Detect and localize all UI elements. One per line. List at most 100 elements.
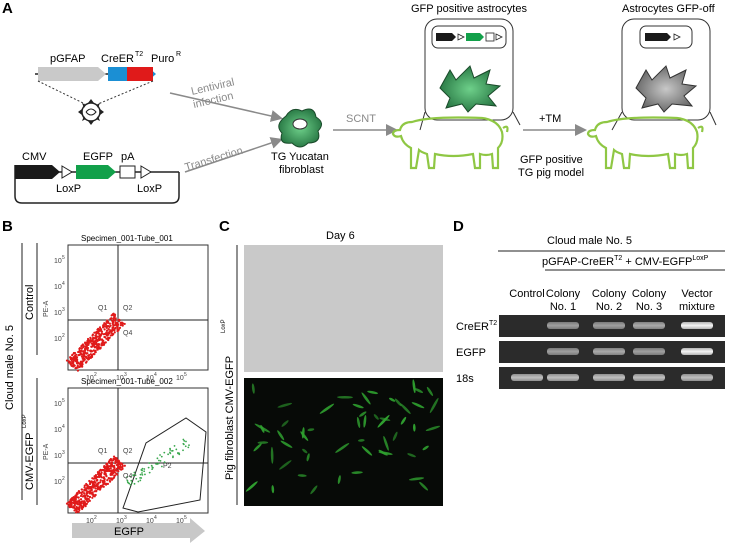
- x-tick-exp: 5: [184, 372, 187, 378]
- panel-c-side-label: Pig fibroblast CMV-EGFP: [224, 356, 236, 480]
- quadrant-q4-label: Q4: [123, 473, 132, 480]
- x-tick-exp: 3: [124, 372, 127, 378]
- y-tick-label: 10: [54, 310, 62, 317]
- gel-column-label: Colony: [546, 288, 581, 300]
- egfp-axis-label: EGFP: [114, 526, 144, 538]
- scnt-label: SCNT: [346, 113, 376, 125]
- pa-label: pA: [121, 151, 135, 163]
- gel-row-label: CreERT2: [456, 320, 497, 333]
- panel-d-label: D: [453, 218, 464, 235]
- panel-b-label: B: [2, 218, 13, 235]
- loxp-right-label: LoxP: [137, 183, 162, 195]
- gel-band: [593, 348, 625, 355]
- fibroblast-label-1: TG Yucatan: [271, 151, 329, 163]
- gel-column-label: Vector: [681, 288, 713, 300]
- pgfap-label: pGFAP: [50, 53, 85, 65]
- panel-c-title: Day 6: [326, 230, 355, 242]
- gel-band: [547, 322, 579, 329]
- cmv-promoter: [15, 165, 60, 179]
- quadrant-q2-label: Q2: [123, 448, 132, 455]
- panel-a-label: A: [2, 0, 13, 17]
- gel-band: [681, 322, 713, 329]
- gel-column-headers: ControlColonyNo. 1ColonyNo. 2ColonyNo. 3…: [509, 288, 715, 313]
- gel-band: [681, 374, 713, 381]
- y-axis-label: PE-A: [43, 300, 50, 317]
- x-tick-label: 10: [176, 375, 184, 382]
- control-row-label: Control: [24, 285, 36, 320]
- gel-band: [633, 322, 665, 329]
- x-tick-exp: 2: [94, 372, 97, 378]
- plot2-title: Specimen_001-Tube_002: [81, 377, 173, 386]
- y-tick-label: 10: [54, 479, 62, 486]
- gel-column-label: Control: [509, 288, 544, 300]
- gfp-positive-title: GFP positive astrocytes: [411, 3, 527, 15]
- fibroblast-cell-icon: [279, 109, 322, 147]
- loxp-right-icon: [141, 166, 151, 178]
- puro-gene: [127, 67, 153, 81]
- gel-column-label: No. 1: [550, 301, 576, 313]
- panel-b-side-label: Cloud male No. 5: [4, 325, 16, 410]
- y-tick-exp: 3: [62, 450, 65, 456]
- quadrant-q4-label: Q4: [123, 330, 132, 337]
- gel-column-label: mixture: [679, 301, 715, 313]
- y-tick-exp: 4: [62, 424, 65, 430]
- tm-label: +TM: [539, 113, 561, 125]
- y-tick-label: 10: [54, 258, 62, 265]
- y-tick-label: 10: [54, 427, 62, 434]
- x-tick-exp: 3: [124, 515, 127, 521]
- gel-band: [633, 348, 665, 355]
- y-tick-exp: 3: [62, 307, 65, 313]
- y-tick-exp: 4: [62, 281, 65, 287]
- y-tick-exp: 2: [62, 476, 65, 482]
- gel-rows: CreERT2EGFP18s: [456, 315, 725, 389]
- y-tick-label: 10: [54, 284, 62, 291]
- gel-column-label: Colony: [632, 288, 667, 300]
- quadrant-q1-label: Q1: [98, 448, 107, 455]
- facs-plot-control: Q1Q2Q4105104103102102103104105PE-A: [43, 245, 208, 382]
- transfection-label: Transfection: [183, 145, 244, 174]
- gel-band: [593, 374, 625, 381]
- pgfap-promoter: [38, 67, 106, 81]
- loxp-left-icon: [62, 166, 72, 178]
- pa-box: [120, 166, 135, 178]
- x-tick-label: 10: [86, 375, 94, 382]
- y-tick-exp: 2: [62, 333, 65, 339]
- puro-superscript: R: [176, 51, 181, 58]
- egfp-label: EGFP: [83, 151, 113, 163]
- x-tick-label: 10: [146, 375, 154, 382]
- x-tick-exp: 4: [154, 515, 157, 521]
- gel-band: [547, 374, 579, 381]
- egfp-gene: [76, 165, 116, 179]
- population-p2-label: P2: [163, 463, 172, 470]
- y-tick-label: 10: [54, 453, 62, 460]
- gel-row-label: EGFP: [456, 347, 486, 359]
- gel-band: [547, 348, 579, 355]
- gel-band: [633, 374, 665, 381]
- model-label-2: TG pig model: [518, 167, 584, 179]
- panel-d-header: Cloud male No. 5: [547, 235, 632, 247]
- brightfield-image: [244, 245, 443, 372]
- quadrant-q2-label: Q2: [123, 305, 132, 312]
- panel-c-label: C: [219, 218, 230, 235]
- y-tick-exp: 5: [62, 398, 65, 404]
- creer-superscript: T2: [135, 51, 143, 58]
- y-tick-label: 10: [54, 336, 62, 343]
- gel-column-label: Colony: [592, 288, 627, 300]
- gel-column-label: No. 3: [636, 301, 662, 313]
- gel-column-label: No. 2: [596, 301, 622, 313]
- y-axis-label: PE-A: [43, 443, 50, 460]
- pig-icon-1: [393, 118, 508, 169]
- loxp-left-label: LoxP: [56, 183, 81, 195]
- gel-band: [593, 322, 625, 329]
- cmv-egfp-row-sup: LoxP: [22, 414, 28, 428]
- panel-c-side-sup: LoxP: [221, 319, 227, 333]
- x-tick-exp: 5: [184, 515, 187, 521]
- x-tick-exp: 4: [154, 372, 157, 378]
- x-tick-exp: 2: [94, 515, 97, 521]
- gfp-off-title: Astrocytes GFP-off: [622, 3, 716, 15]
- cmv-label: CMV: [22, 151, 47, 163]
- y-tick-exp: 5: [62, 255, 65, 261]
- puro-label: Puro: [151, 53, 174, 65]
- fibroblast-label-2: fibroblast: [279, 164, 324, 176]
